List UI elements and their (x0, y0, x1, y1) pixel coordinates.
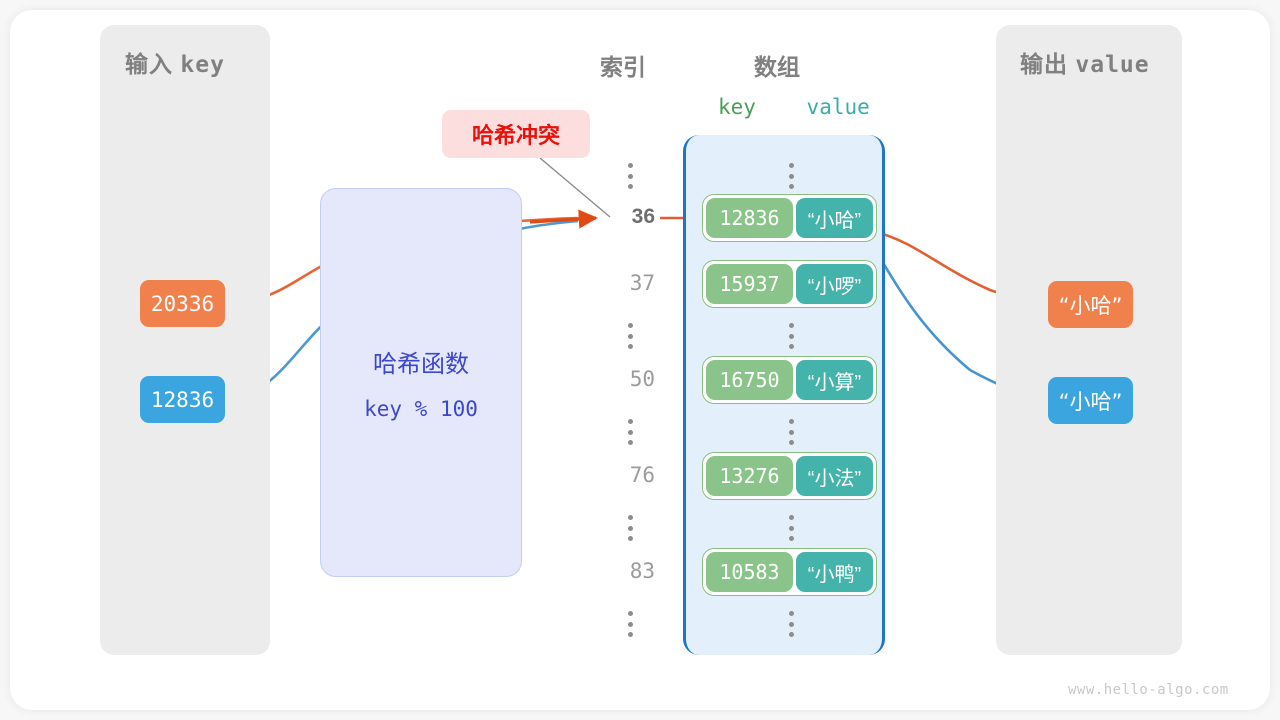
index-dots-3 (628, 515, 633, 541)
hash-collision-badge: 哈希冲突 (442, 110, 590, 158)
hash-function-box: 哈希函数 key % 100 (320, 188, 522, 577)
bucket-36-value: “小哈” (795, 198, 873, 238)
array-dots-bottom (789, 611, 794, 637)
index-dots-bottom (628, 611, 633, 637)
diagram-canvas: 输入 key 20336 12836 哈希函数 key % 100 哈希冲突 索… (10, 10, 1270, 710)
watermark: www.hello-algo.com (1068, 682, 1229, 698)
output-panel-title-mono: value (1075, 52, 1150, 78)
bucket-83-value: “小鸭” (795, 552, 873, 592)
index-dots-top (628, 163, 633, 189)
input-panel-title-mono: key (180, 52, 225, 78)
index-dots-1 (628, 323, 633, 349)
bucket-50-value: “小算” (795, 360, 873, 400)
index-label-36: 36 (631, 205, 655, 228)
bucket-37-key: 15937 (706, 264, 793, 304)
key-value-header: key value (718, 95, 870, 119)
index-label-83: 83 (629, 559, 655, 583)
output-panel-title-cn: 输出 (1020, 51, 1068, 77)
input-panel (100, 25, 270, 655)
input-panel-title-cn: 输入 (125, 51, 173, 77)
key-header-label: key (718, 95, 756, 119)
output-panel (996, 25, 1182, 655)
bucket-50[interactable]: 16750 “小算” (702, 356, 877, 404)
bucket-83[interactable]: 10583 “小鸭” (702, 548, 877, 596)
output-value-blue[interactable]: “小哈” (1048, 377, 1133, 424)
input-panel-title: 输入 key (125, 45, 225, 79)
index-column-header: 索引 (600, 54, 646, 80)
array-dots-2 (789, 419, 794, 445)
bucket-76-key: 13276 (706, 456, 793, 496)
array-dots-1 (789, 323, 794, 349)
value-header-label: value (806, 95, 870, 119)
output-value-orange[interactable]: “小哈” (1048, 281, 1133, 328)
array-column-header: 数组 (754, 54, 800, 80)
bucket-76[interactable]: 13276 “小法” (702, 452, 877, 500)
array-dots-top (789, 163, 794, 189)
hash-function-expression: key % 100 (364, 397, 478, 421)
bucket-36-key: 12836 (706, 198, 793, 238)
input-key-12836[interactable]: 12836 (140, 376, 225, 423)
hash-function-title: 哈希函数 (373, 351, 469, 378)
index-label-76: 76 (629, 463, 655, 487)
index-dots-2 (628, 419, 633, 445)
input-key-20336[interactable]: 20336 (140, 280, 225, 327)
index-label-37: 37 (629, 271, 655, 295)
array-dots-3 (789, 515, 794, 541)
bucket-36[interactable]: 12836 “小哈” (702, 194, 877, 242)
bucket-83-key: 10583 (706, 552, 793, 592)
bucket-37-value: “小啰” (795, 264, 873, 304)
output-panel-title: 输出 value (1020, 45, 1150, 79)
bucket-76-value: “小法” (795, 456, 873, 496)
bucket-37[interactable]: 15937 “小啰” (702, 260, 877, 308)
index-label-50: 50 (629, 367, 655, 391)
bucket-50-key: 16750 (706, 360, 793, 400)
